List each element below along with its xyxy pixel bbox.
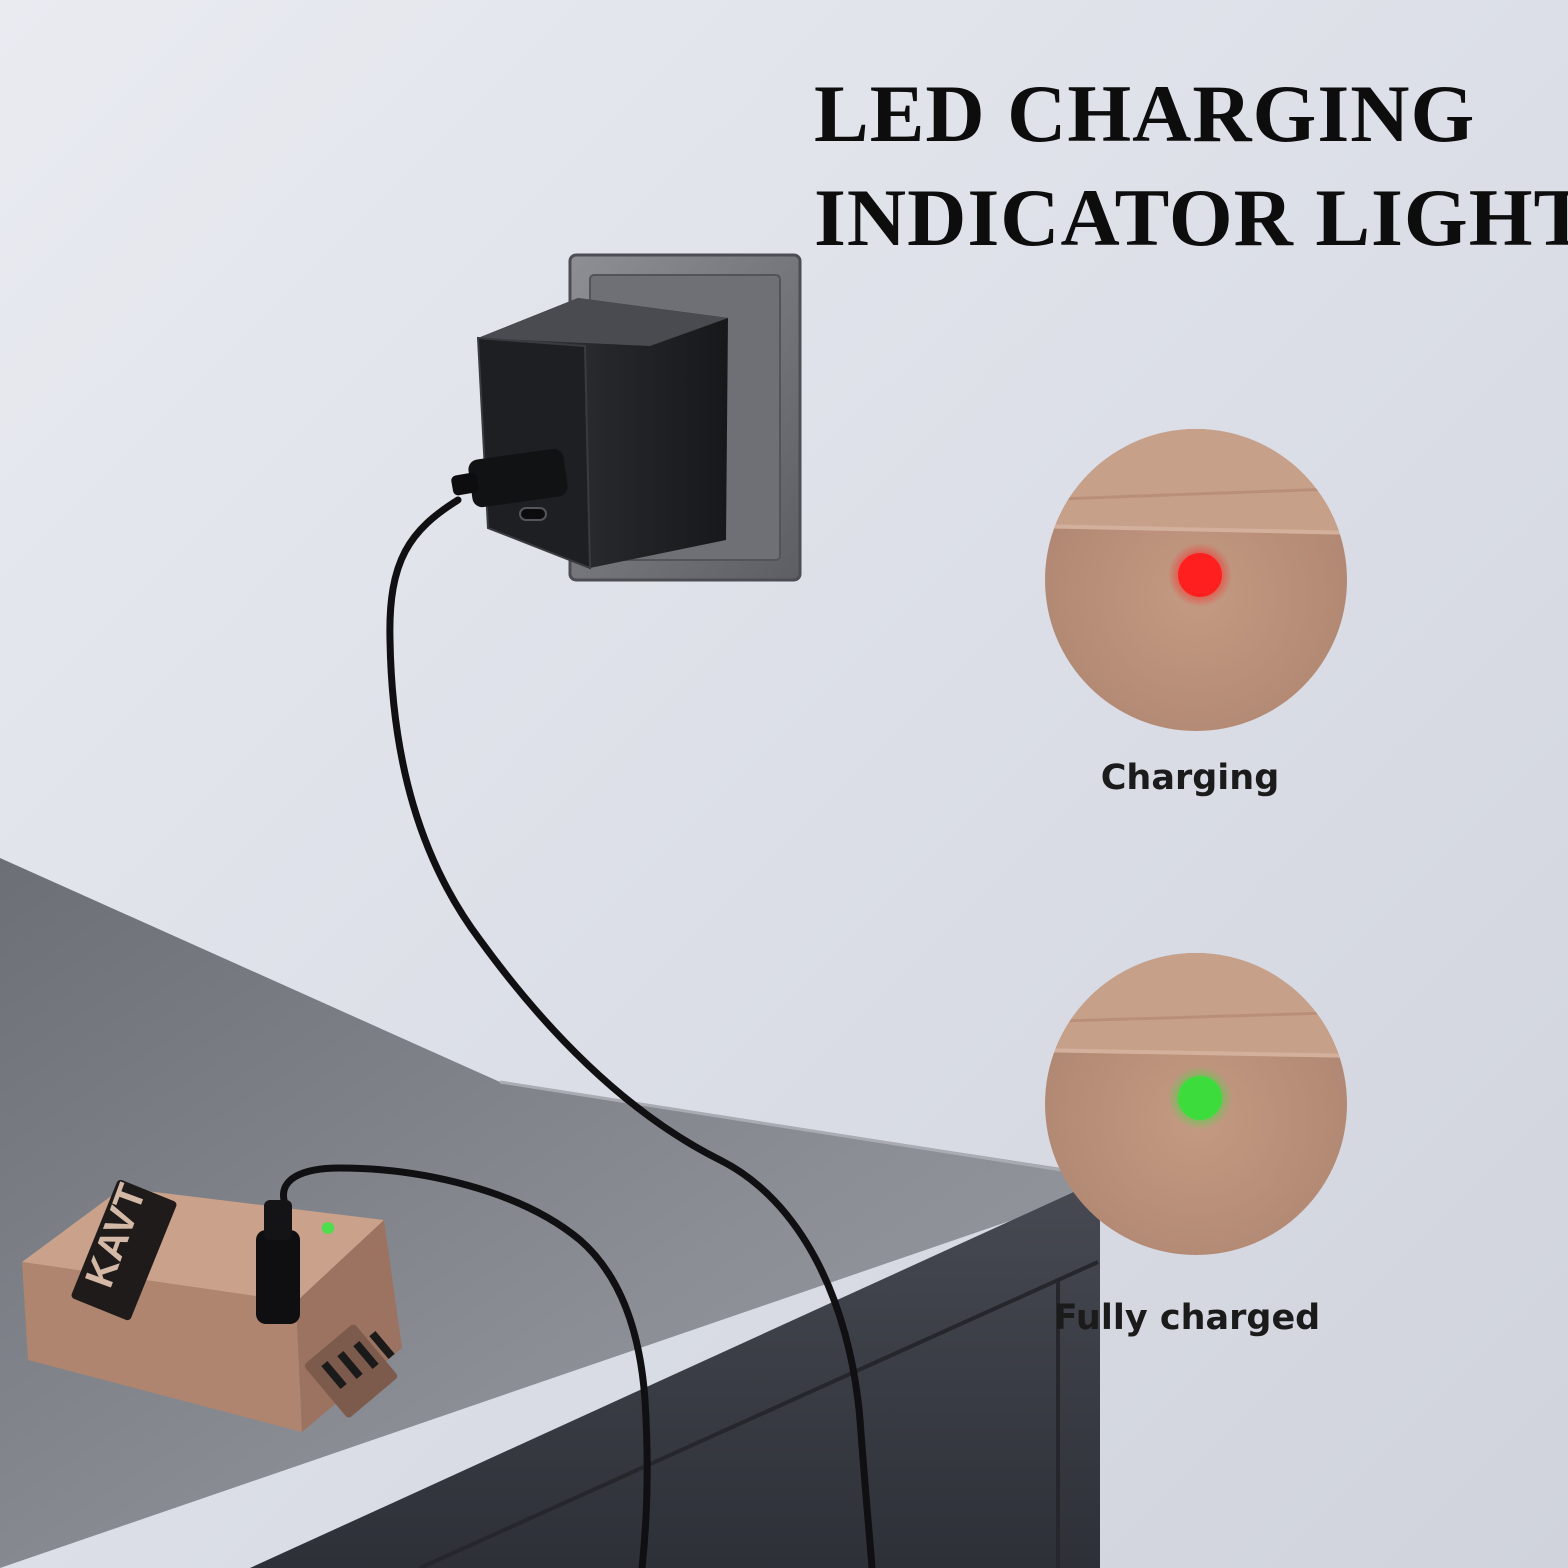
headline-line-2: INDICATOR LIGHT xyxy=(814,172,1568,263)
headline-line-1: LED CHARGING xyxy=(814,68,1476,159)
drawer-line xyxy=(419,1260,1099,1568)
usb-cable xyxy=(280,1164,651,1568)
usb-c-plug xyxy=(256,1230,300,1324)
desk-edge xyxy=(499,1080,1101,1178)
red-led-icon xyxy=(1178,553,1222,597)
green-led-icon xyxy=(1178,1076,1222,1120)
battery-brand-plate xyxy=(71,1179,177,1321)
charger-top xyxy=(478,298,728,346)
usb-plug-strain-relief xyxy=(451,472,479,496)
usb-cable xyxy=(386,496,876,1568)
battery-terminal-contacts xyxy=(321,1330,395,1390)
desk-front-face xyxy=(250,1180,1100,1568)
usb-c-plug-neck xyxy=(264,1200,292,1240)
full-indicator-magnifier xyxy=(1045,953,1347,1255)
battery-led-icon xyxy=(322,1222,334,1234)
fully-charged-caption: Fully charged xyxy=(1053,1298,1321,1338)
usb-plug xyxy=(468,448,568,508)
charging-indicator-magnifier xyxy=(1045,429,1347,731)
headline: LED CHARGING INDICATOR LIGHT xyxy=(814,62,1568,270)
charging-caption: Charging xyxy=(1100,758,1280,798)
usb-c-port-icon xyxy=(519,507,547,521)
